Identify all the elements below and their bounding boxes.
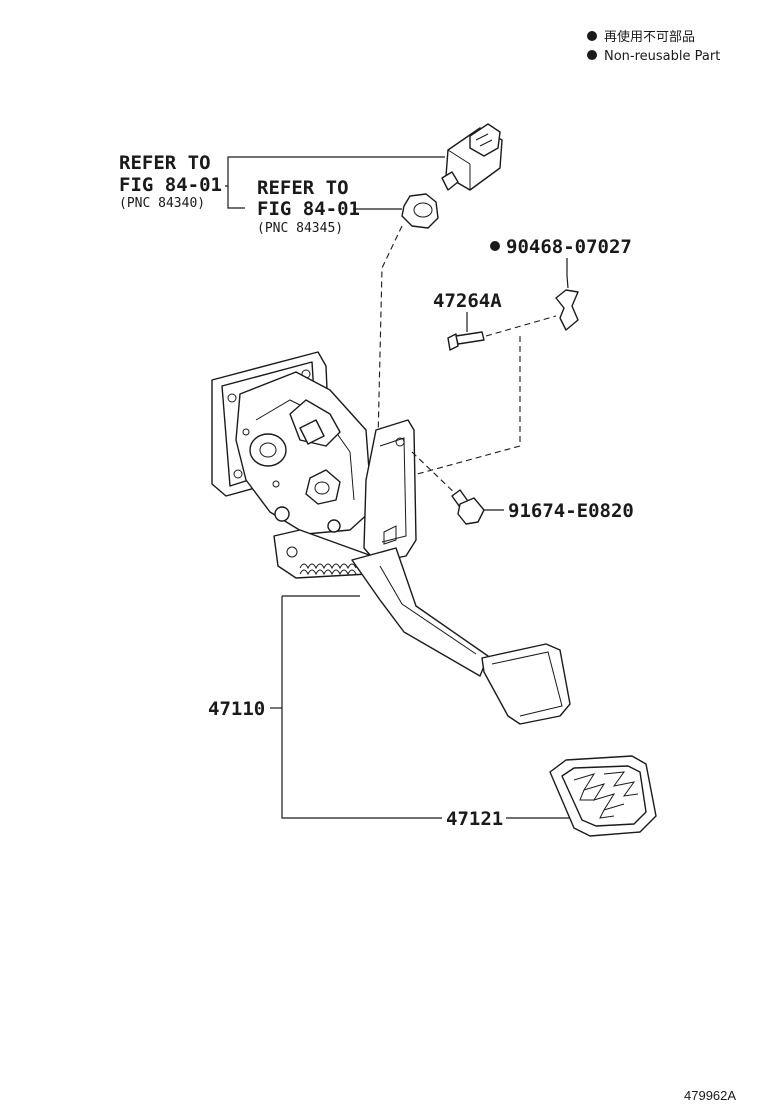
pin-part: 47264A <box>409 290 557 477</box>
ref-line1: REFER TO <box>119 152 211 174</box>
pin-part-number: 47264A <box>433 290 502 312</box>
pedal-assy-part-number: 47110 <box>208 698 265 720</box>
non-reusable-icon <box>587 31 597 41</box>
leader-line <box>566 258 569 289</box>
legend-japanese: 再使用不可部品 <box>604 29 695 45</box>
illustration-id: 479962A <box>684 1088 736 1103</box>
bolt-part-number: 91674-E0820 <box>508 500 634 522</box>
non-reusable-icon <box>490 241 500 251</box>
bolt-part: 91674-E0820 <box>411 451 634 525</box>
non-reusable-icon <box>587 50 597 60</box>
pedal-assy-callout: 47110 <box>208 595 442 819</box>
leader-bracket <box>281 596 442 819</box>
pedal-pad-part-number: 47121 <box>446 808 503 830</box>
reference-cushion: REFER TO FIG 84-01 (PNC 84345) <box>257 177 402 236</box>
brake-pedal <box>273 529 571 725</box>
ref-line1: REFER TO <box>257 177 349 199</box>
pedal-bracket <box>211 351 417 563</box>
ref-pnc: (PNC 84345) <box>257 221 343 236</box>
reference-switch: REFER TO FIG 84-01 (PNC 84340) <box>119 152 445 211</box>
leader-line <box>225 156 445 187</box>
dashed-guide <box>377 225 403 441</box>
clip-part: 90468-07027 <box>490 236 632 331</box>
ref-line2: FIG 84-01 <box>257 198 360 220</box>
pedal-pad-cover: 47121 <box>446 755 657 837</box>
cushion <box>401 193 439 229</box>
dashed-guide <box>411 451 463 501</box>
ref-pnc: (PNC 84340) <box>119 196 205 211</box>
stop-lamp-switch <box>441 123 503 191</box>
legend: 再使用不可部品 Non-reusable Part <box>587 29 720 64</box>
dashed-guide <box>485 315 557 337</box>
dashed-guide <box>409 336 521 477</box>
ref-line2: FIG 84-01 <box>119 174 222 196</box>
leader-line <box>227 186 245 209</box>
clip-part-number: 90468-07027 <box>506 236 632 258</box>
legend-english: Non-reusable Part <box>604 49 720 64</box>
